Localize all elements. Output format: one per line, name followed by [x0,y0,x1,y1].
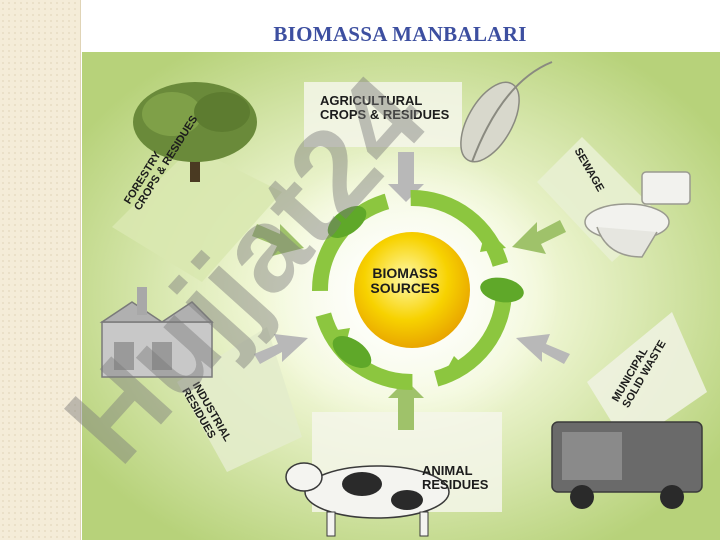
leaf-right [480,277,524,303]
forestry-panel [112,147,282,282]
diagram-graphics [82,52,720,540]
left-decorative-strip [0,0,81,540]
ring-arrowhead-3 [442,356,466,378]
tree-trunk [190,147,200,182]
arrow-from-sewage [512,220,566,254]
leaf-top-left [327,206,367,238]
animal-label: ANIMAL RESIDUES [422,463,489,493]
leaf-bottom-left [332,336,372,368]
arrow-from-forestry [252,224,304,256]
biomass-sources-diagram: AGRICULTURAL CROPS & RESIDUES ANIMAL RES… [82,52,720,540]
slide-title: BIOMASSA MANBALARI [273,22,527,46]
arrow-from-animal [388,380,424,430]
ring-arrowhead-1 [480,228,506,252]
arrow-from-industrial [254,334,308,364]
municipal-panel [587,312,707,447]
agricultural-label: AGRICULTURAL CROPS & RESIDUES [320,93,450,123]
center-sun [354,232,470,348]
cow-head [285,462,323,492]
toilet-tank [641,171,691,205]
center-label: BIOMASS SOURCES [370,265,440,297]
agricultural-panel [304,82,462,147]
arrow-from-municipal [516,334,570,364]
arrow-from-agricultural [388,152,424,202]
